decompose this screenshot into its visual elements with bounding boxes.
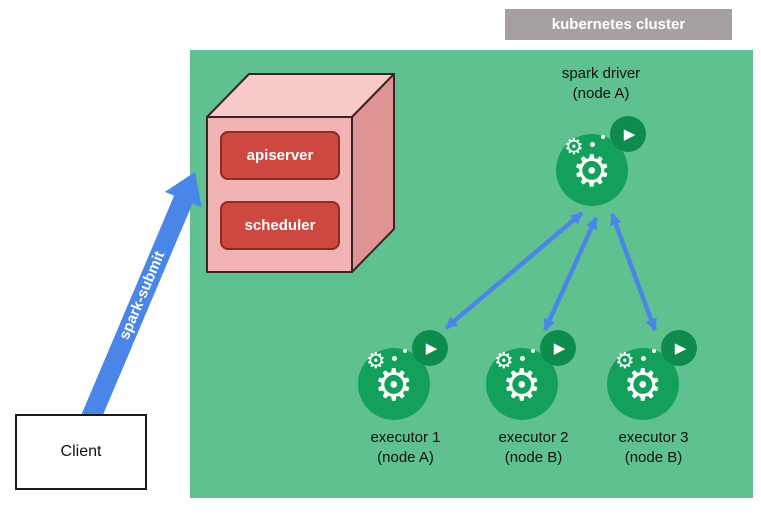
play-glyph: ▶ [553, 339, 566, 357]
spark-driver-label: spark driver (node A) [536, 64, 666, 104]
apiserver-box: apiserver [220, 131, 340, 180]
scheduler-box: scheduler [220, 201, 340, 250]
play-glyph: ▶ [623, 125, 636, 143]
dot [403, 349, 407, 353]
play-icon: ▶ [610, 116, 646, 152]
dot [392, 356, 397, 361]
dot [601, 135, 605, 139]
executor-3-name: executor 3 [618, 429, 689, 446]
dot [531, 349, 535, 353]
spark-driver-name: spark driver [561, 65, 641, 82]
gear-icon: ⚙ [502, 361, 542, 410]
driver-executor2-arrow [542, 216, 599, 332]
spark-driver-icon: ▶ ⚙ ⚙ [556, 114, 648, 206]
dot [520, 356, 525, 361]
driver-executor1-arrow [444, 211, 584, 330]
executor-3-label: executor 3 (node B) [596, 428, 711, 468]
gear-icon: ⚙ [366, 348, 386, 373]
executor-3-icon: ▶ ⚙ ⚙ [607, 328, 699, 420]
play-glyph: ▶ [425, 339, 438, 357]
play-icon: ▶ [540, 330, 576, 366]
executor-1-icon: ▶ ⚙ ⚙ [358, 328, 450, 420]
dot [590, 142, 595, 147]
executor-1-node: (node A) [377, 449, 434, 466]
executor-2-icon: ▶ ⚙ ⚙ [486, 328, 578, 420]
gear-icon: ⚙ [374, 361, 414, 410]
kubernetes-cluster-label: kubernetes cluster [505, 9, 732, 40]
dot [652, 349, 656, 353]
gear-icon: ⚙ [564, 134, 584, 159]
play-icon: ▶ [412, 330, 448, 366]
executor-2-label: executor 2 (node B) [476, 428, 591, 468]
spark-submit-arrow [80, 172, 202, 424]
play-icon: ▶ [661, 330, 697, 366]
gear-icon: ⚙ [494, 348, 514, 373]
executor-2-node: (node B) [504, 449, 563, 466]
gear-icon: ⚙ [615, 348, 635, 373]
play-glyph: ▶ [674, 339, 687, 357]
driver-executor3-arrow [609, 212, 658, 332]
executor-1-name: executor 1 [370, 429, 441, 446]
gear-icon: ⚙ [572, 147, 612, 196]
executor-3-node: (node B) [624, 449, 683, 466]
gear-icon: ⚙ [623, 361, 663, 410]
client-box: Client [15, 414, 147, 490]
spark-driver-node: (node A) [572, 85, 630, 102]
executor-2-name: executor 2 [498, 429, 569, 446]
executor-1-label: executor 1 (node A) [348, 428, 463, 468]
dot [641, 356, 646, 361]
